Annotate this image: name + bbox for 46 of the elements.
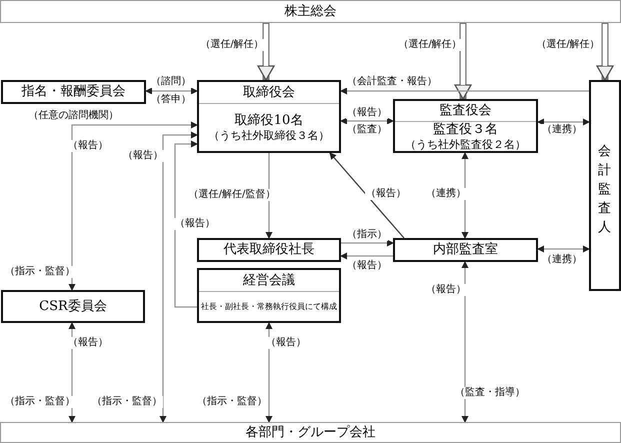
hollow-arrow xyxy=(257,23,275,81)
box-title: 内部監査室 xyxy=(432,242,499,258)
board-box xyxy=(197,80,341,153)
meeting-box xyxy=(197,268,341,323)
process-box xyxy=(197,238,341,262)
arrow xyxy=(537,246,590,252)
hollow-arrow xyxy=(596,23,614,81)
arrow xyxy=(266,322,272,423)
auditor-box xyxy=(589,80,621,291)
box-title: 監査役会 xyxy=(438,103,492,119)
arrow xyxy=(68,122,198,291)
arrow xyxy=(462,152,468,239)
process-box xyxy=(393,238,538,262)
box-title: 指名・報酬委員会 xyxy=(20,84,126,100)
box-title: CSR委員会 xyxy=(38,298,108,314)
box-title: 代表取締役社長 xyxy=(222,242,316,258)
arrow xyxy=(340,118,394,124)
arrow xyxy=(266,153,272,239)
arrow xyxy=(341,240,394,246)
box-title: 取締役会 xyxy=(242,84,296,100)
arrow xyxy=(340,252,393,260)
band-box xyxy=(0,0,621,23)
arrow xyxy=(537,118,590,126)
arrow xyxy=(160,132,198,423)
band-box xyxy=(0,422,621,443)
box-text: 社長・副社長・常務執行役員にて構成 xyxy=(200,301,338,312)
box-title: 株主総会 xyxy=(284,4,338,20)
committee-box xyxy=(1,290,145,323)
line-note: （答申） xyxy=(150,94,192,106)
hollow-arrow xyxy=(454,23,472,100)
box-subtext: （うち社外監査役２名） xyxy=(404,138,527,152)
edge-label: （諮問） xyxy=(150,76,192,88)
box-text: 取締役10名 xyxy=(234,113,304,129)
board-box xyxy=(393,99,538,153)
box-title: 会計監査人 xyxy=(598,143,612,237)
arrow xyxy=(174,140,198,308)
box-subtext: （うち社外取締役３名） xyxy=(208,129,330,143)
node-note: （任意の諮問機関） xyxy=(28,108,120,122)
arrow xyxy=(329,152,404,238)
arrow xyxy=(145,88,198,94)
edge-label: （報告） xyxy=(346,107,388,119)
box-title: 各部門・グループ会社 xyxy=(244,424,376,440)
line-note: （監査） xyxy=(346,124,388,136)
arrow xyxy=(340,88,589,94)
box-title: 経営会議 xyxy=(242,272,296,288)
box-text: 監査役３名 xyxy=(432,122,499,138)
